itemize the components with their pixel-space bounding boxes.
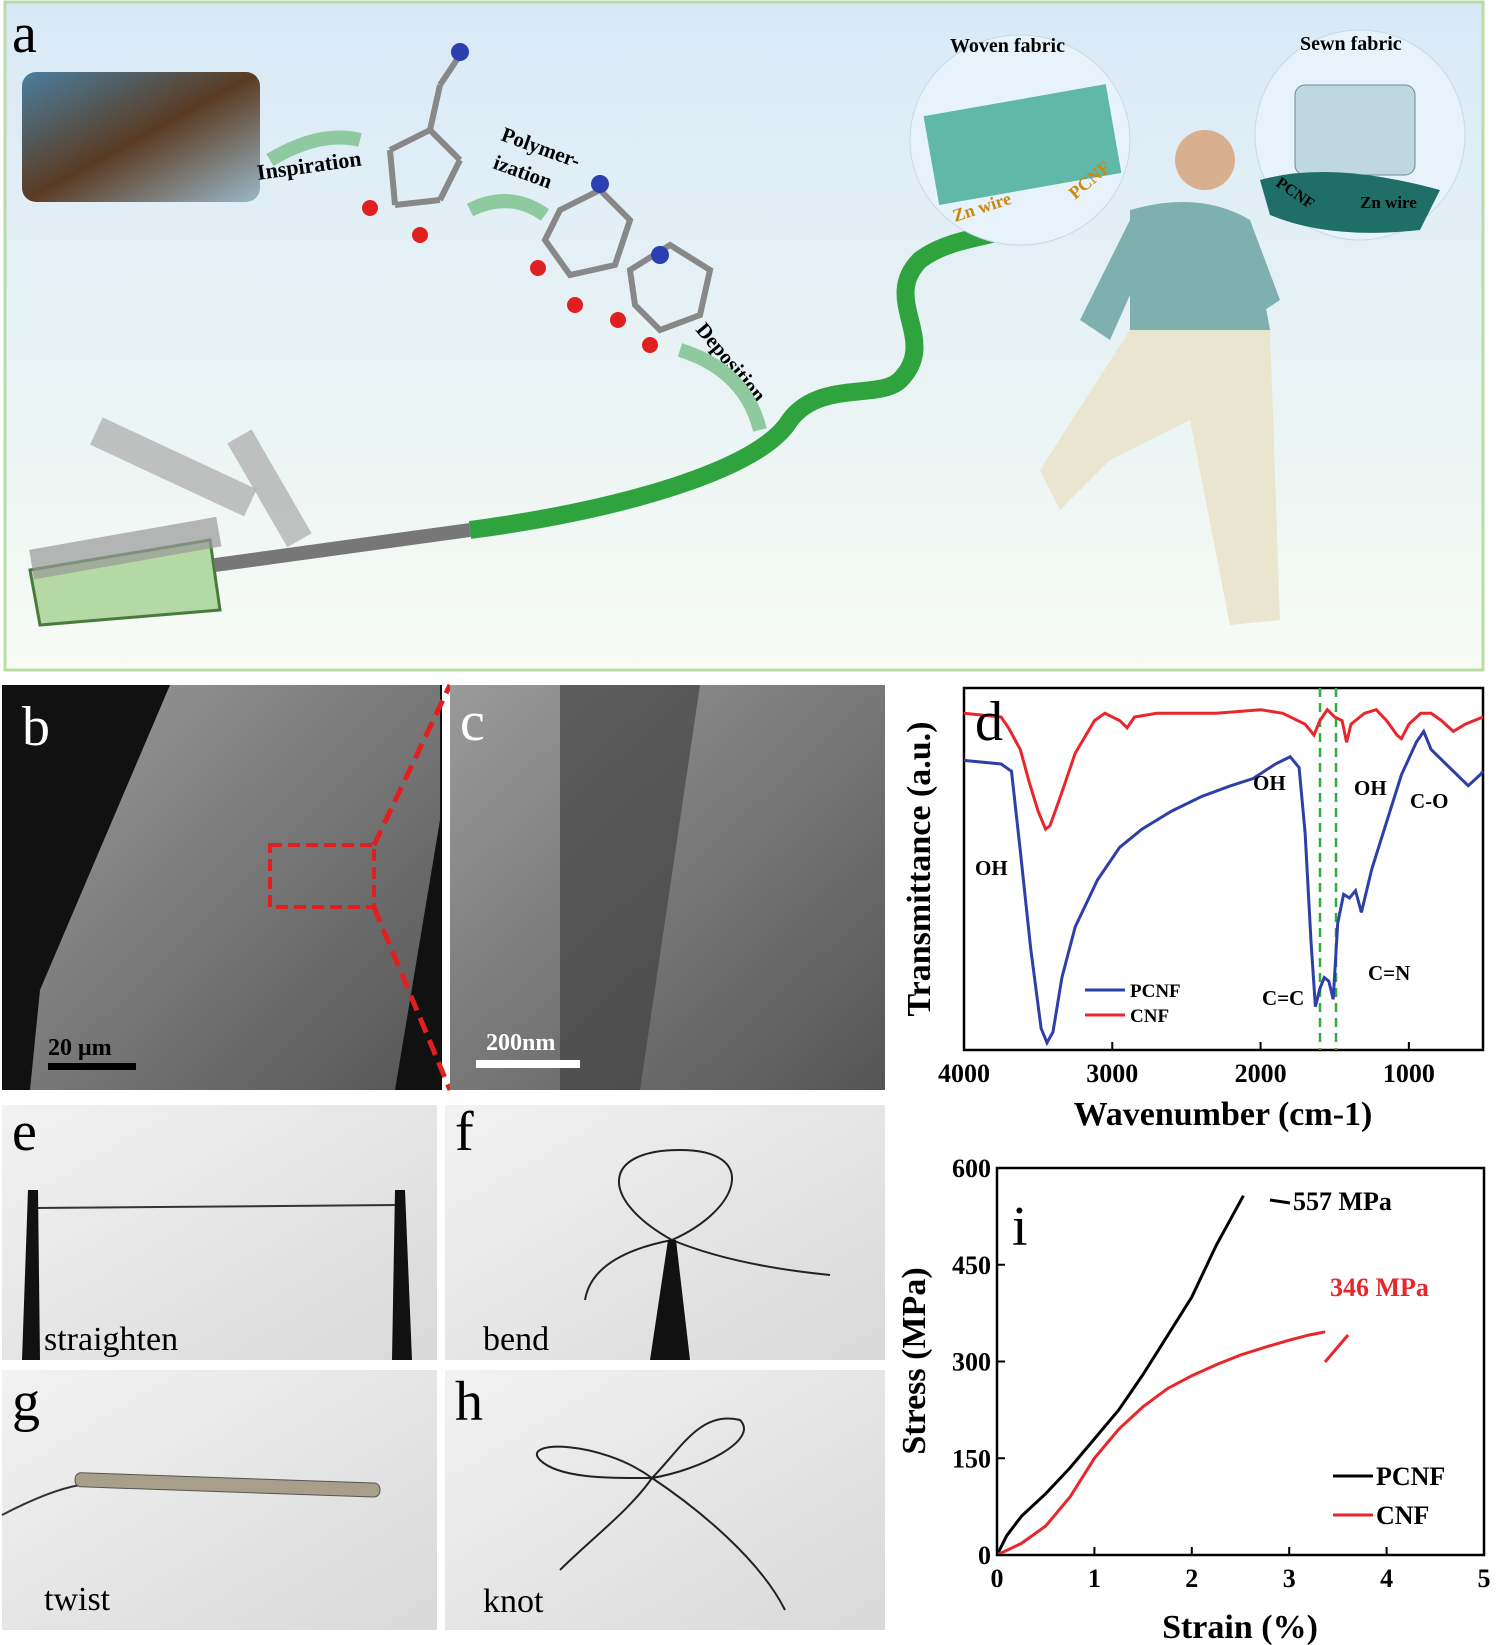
stress-line-cnf	[996, 1330, 1326, 1557]
y-axis-label-i: Stress (MPa)	[896, 1267, 933, 1454]
sewn-fabric	[1260, 172, 1440, 233]
scale-bar-b: 20 μm	[48, 1035, 112, 1061]
annotation-oh-1: OH	[975, 856, 1008, 880]
scale-bar-c: 200nm	[486, 1030, 555, 1056]
panel-b-sem: b 20 μm	[2, 683, 453, 1091]
arrow-deposition	[677, 343, 767, 432]
panel-e-photo: e straighten	[2, 1101, 437, 1360]
ftir-x-tick-label: 2000	[1235, 1059, 1287, 1088]
sewing-machine	[1294, 84, 1416, 176]
annotation-c-c: C=C	[1262, 986, 1304, 1010]
ftir-line-cnf	[963, 707, 1484, 832]
photo-caption-f: bend	[483, 1321, 549, 1358]
panel-a-schematic: a Inspiration Polymer- ization Depositio…	[3, 0, 1485, 672]
panel-f-photo: f bend	[445, 1101, 885, 1360]
panel-h-photo: h knot	[445, 1370, 885, 1630]
photo-caption-e: straighten	[44, 1321, 178, 1358]
stress-x-tick-label: 0	[991, 1564, 1004, 1593]
annotation-oh-3: OH	[1354, 776, 1387, 800]
annotation-c-n: C=N	[1368, 961, 1410, 985]
annotation-oh-2: OH	[1253, 771, 1286, 795]
carbon-fiber-bare	[214, 523, 471, 572]
x-axis-label-d: Wavenumber (cm-1)	[1074, 1096, 1373, 1133]
legend-label-cnf: CNF	[1130, 1006, 1169, 1027]
photo-caption-g: twist	[44, 1581, 111, 1618]
zn-wire-label-2: Zn wire	[1360, 193, 1417, 212]
y-axis-label-d: Transmittance (a.u.)	[901, 722, 938, 1017]
legend-label-cnf-i: CNF	[1376, 1501, 1429, 1530]
max-label-pcnf: 557 MPa	[1293, 1187, 1392, 1216]
tweezer-right	[392, 1190, 412, 1360]
legend-label-pcnf-i: PCNF	[1376, 1462, 1445, 1491]
running-man	[1040, 130, 1280, 625]
stress-y-tick-label: 600	[952, 1154, 991, 1183]
stress-y-tick-label: 450	[952, 1251, 991, 1280]
panel-label-c: c	[460, 691, 485, 753]
zoom-region-box	[268, 843, 376, 909]
fiber-sem-image	[30, 685, 440, 1090]
panel-label-i: i	[1012, 1196, 1028, 1258]
panel-d-ftir-chart: d OH OH OH C-O C=C C=N PCNF CNF 4000 3000…	[901, 686, 1485, 1133]
annotation-c-o: C-O	[1410, 789, 1449, 813]
mussel-photo	[22, 72, 260, 202]
panel-label-d: d	[975, 691, 1003, 753]
ftir-x-tick-label: 4000	[938, 1059, 990, 1088]
photo-caption-h: knot	[483, 1583, 544, 1620]
stress-x-tick-label: 5	[1478, 1564, 1491, 1593]
sewn-fabric-label: Sewn fabric	[1300, 33, 1402, 55]
ftir-x-tick-label: 1000	[1383, 1059, 1435, 1088]
panel-label-b: b	[22, 696, 50, 758]
stress-x-tick-label: 3	[1283, 1564, 1296, 1593]
stress-y-tick-label: 0	[978, 1541, 991, 1570]
ftir-x-tick-label: 3000	[1086, 1059, 1138, 1088]
stress-y-tick-label: 300	[952, 1348, 991, 1377]
ftir-line-pcnf	[963, 728, 1485, 1047]
panel-label-g: g	[12, 1371, 40, 1433]
carbon-nanotube-bundle	[28, 417, 312, 627]
stress-line-pcnf	[995, 1194, 1245, 1556]
panel-label-h: h	[455, 1371, 483, 1433]
carbon-fiber-coated	[468, 204, 1048, 539]
stress-x-tick-label: 4	[1380, 1564, 1393, 1593]
arrow-inspiration	[266, 130, 362, 167]
ftir-frame	[962, 686, 1485, 1052]
stress-frame	[995, 1166, 1486, 1557]
panel-c-sem: c 200nm	[450, 685, 885, 1090]
x-axis-label-i: Strain (%)	[1162, 1609, 1318, 1645]
stress-x-tick-label: 1	[1088, 1564, 1101, 1593]
stress-x-tick-label: 2	[1185, 1564, 1198, 1593]
legend-label-pcnf: PCNF	[1130, 981, 1181, 1002]
dopamine-molecule	[362, 43, 469, 243]
panel-label-f: f	[455, 1101, 474, 1163]
tweezer-left	[22, 1190, 40, 1360]
panel-label-e: e	[12, 1101, 37, 1163]
stress-y-tick-label: 150	[952, 1444, 991, 1473]
max-label-cnf: 346 MPa	[1330, 1273, 1429, 1302]
polydopamine-molecule	[530, 175, 714, 353]
woven-fabric	[923, 84, 1122, 205]
arrow-polymerization	[466, 194, 550, 221]
panel-label-a: a	[12, 3, 37, 65]
woven-fabric-label: Woven fabric	[950, 35, 1065, 57]
panel-g-photo: g twist	[1, 1370, 437, 1630]
